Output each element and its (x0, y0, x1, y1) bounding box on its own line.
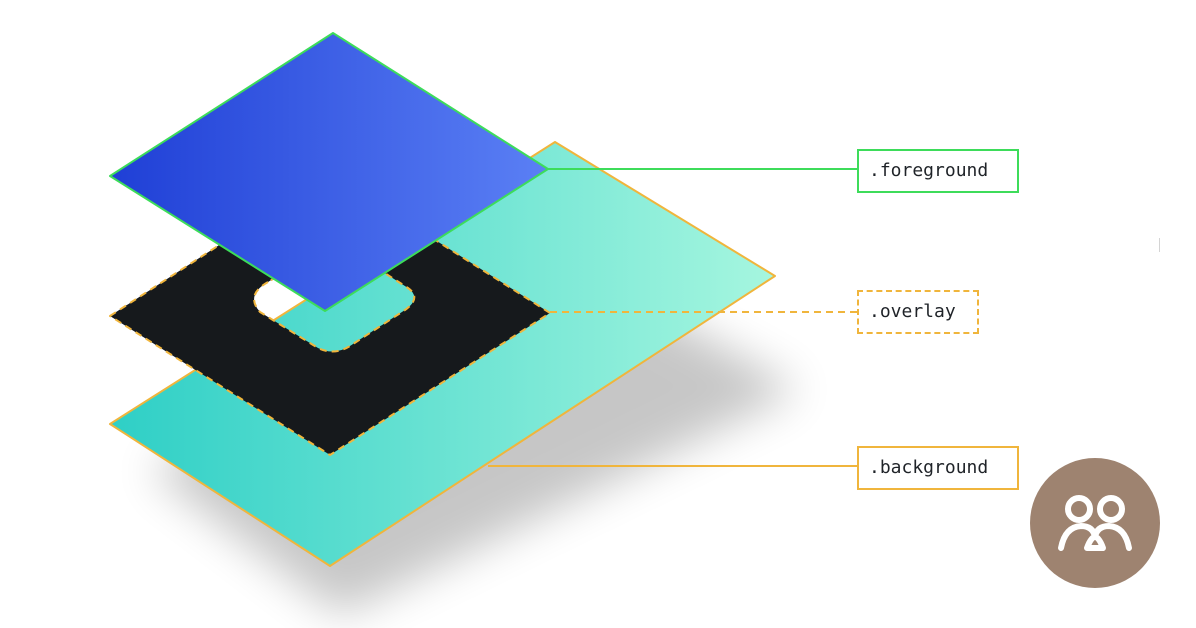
foreground-layer (109, 32, 549, 312)
overlay-label: .overlay (857, 290, 979, 334)
foreground-label: .foreground (857, 149, 1019, 193)
background-label: .background (857, 446, 1019, 490)
brand-badge (1030, 458, 1160, 588)
edge-mark (1159, 238, 1160, 252)
two-people-icon (1058, 495, 1132, 551)
